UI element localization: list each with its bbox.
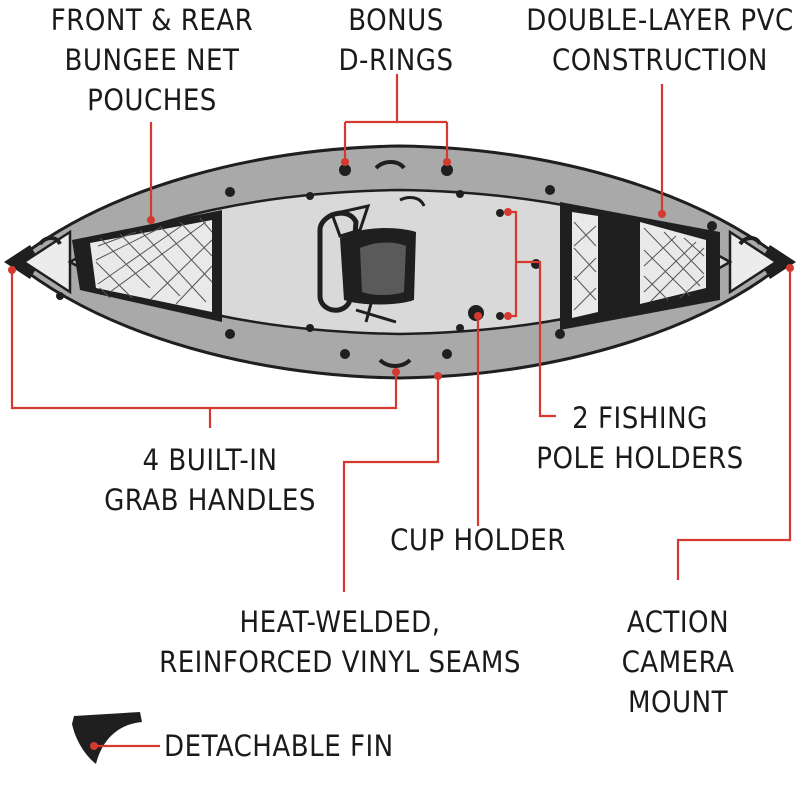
rear-bungee-pouch bbox=[560, 202, 720, 330]
kayak-seat bbox=[317, 196, 426, 324]
label-detachable-fin: DETACHABLE FIN bbox=[164, 729, 394, 763]
detachable-fin bbox=[72, 712, 142, 764]
front-bungee-pouch bbox=[72, 210, 222, 322]
label-cup-holder: CUP HOLDER bbox=[390, 523, 566, 557]
callout-lines bbox=[10, 74, 792, 748]
grab-handles bbox=[38, 160, 762, 368]
label-vinyl-seams: HEAT-WELDED,REINFORCED VINYL SEAMS bbox=[159, 605, 521, 679]
callout-dots bbox=[8, 158, 794, 750]
d-rings-and-fittings bbox=[56, 164, 720, 359]
